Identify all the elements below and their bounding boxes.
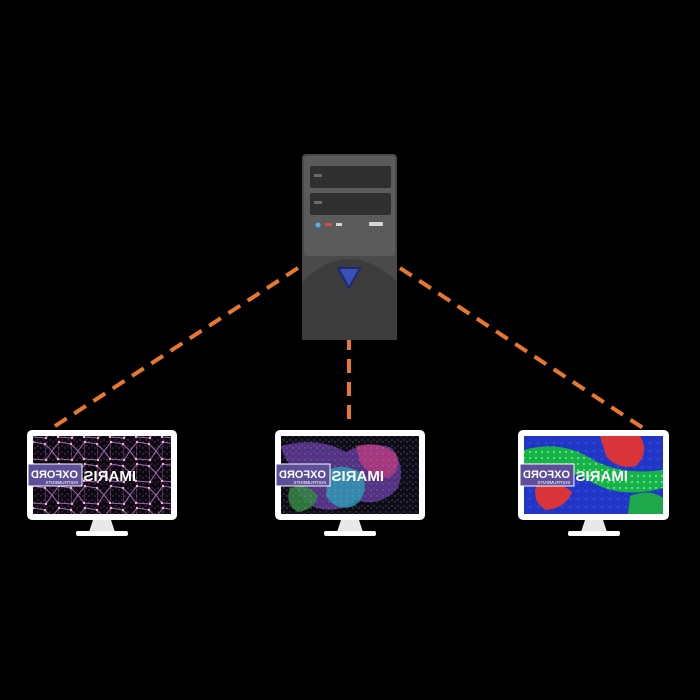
connector-right bbox=[398, 266, 645, 430]
monitor-center: IMARIS OXFORD INSTRUMENTS bbox=[275, 430, 425, 536]
monitor-left-brand-sub: INSTRUMENTS bbox=[46, 480, 79, 485]
tissue-red-region-1 bbox=[600, 436, 645, 467]
monitor-left-wordmark: IMARIS bbox=[84, 468, 137, 485]
monitor-center-wordmark: IMARIS bbox=[332, 468, 385, 485]
monitor-right-brand: OXFORD bbox=[523, 469, 570, 481]
drive-bay-1-label bbox=[314, 174, 322, 177]
monitor-center-logo: IMARIS OXFORD INSTRUMENTS bbox=[275, 463, 385, 487]
shield-icon bbox=[337, 267, 361, 289]
tissue-green-patch bbox=[628, 492, 663, 514]
monitor-right-neck bbox=[581, 520, 607, 532]
server-tower-icon bbox=[302, 154, 397, 340]
monitor-left-logo: IMARIS OXFORD INSTRUMENTS bbox=[27, 463, 137, 487]
monitor-right-brand-sub: INSTRUMENTS bbox=[538, 480, 571, 485]
monitor-left-brand-box bbox=[27, 463, 83, 487]
monitor-right-logo: IMARIS OXFORD INSTRUMENTS bbox=[519, 463, 629, 487]
usb-port-2 bbox=[369, 222, 383, 226]
power-led bbox=[315, 222, 321, 228]
drive-bay-2-label bbox=[314, 201, 322, 204]
monitor-right-wordmark: IMARIS bbox=[576, 468, 629, 485]
usb-port-1 bbox=[336, 223, 342, 226]
server-lower-arch bbox=[302, 259, 397, 340]
monitor-center-base bbox=[324, 531, 376, 536]
activity-led bbox=[325, 223, 332, 226]
drive-bay-2 bbox=[310, 193, 391, 215]
monitor-right-base bbox=[568, 531, 620, 536]
monitor-right: IMARIS OXFORD INSTRUMENTS bbox=[518, 430, 669, 536]
monitor-center-neck bbox=[337, 520, 363, 532]
tissue-red-region-2 bbox=[535, 483, 572, 510]
tissue-green-band bbox=[524, 446, 663, 493]
monitor-center-brand-sub: INSTRUMENTS bbox=[294, 480, 327, 485]
monitor-left-neck bbox=[89, 520, 115, 532]
monitor-center-brand: OXFORD bbox=[279, 469, 326, 481]
monitor-left: IMARIS OXFORD INSTRUMENTS bbox=[27, 430, 177, 536]
monitor-center-brand-box bbox=[275, 463, 331, 487]
monitor-right-brand-box bbox=[519, 463, 575, 487]
monitor-left-brand: OXFORD bbox=[31, 469, 78, 481]
monitor-left-base bbox=[76, 531, 128, 536]
connector-left bbox=[50, 266, 300, 430]
drive-bay-1 bbox=[310, 166, 391, 188]
